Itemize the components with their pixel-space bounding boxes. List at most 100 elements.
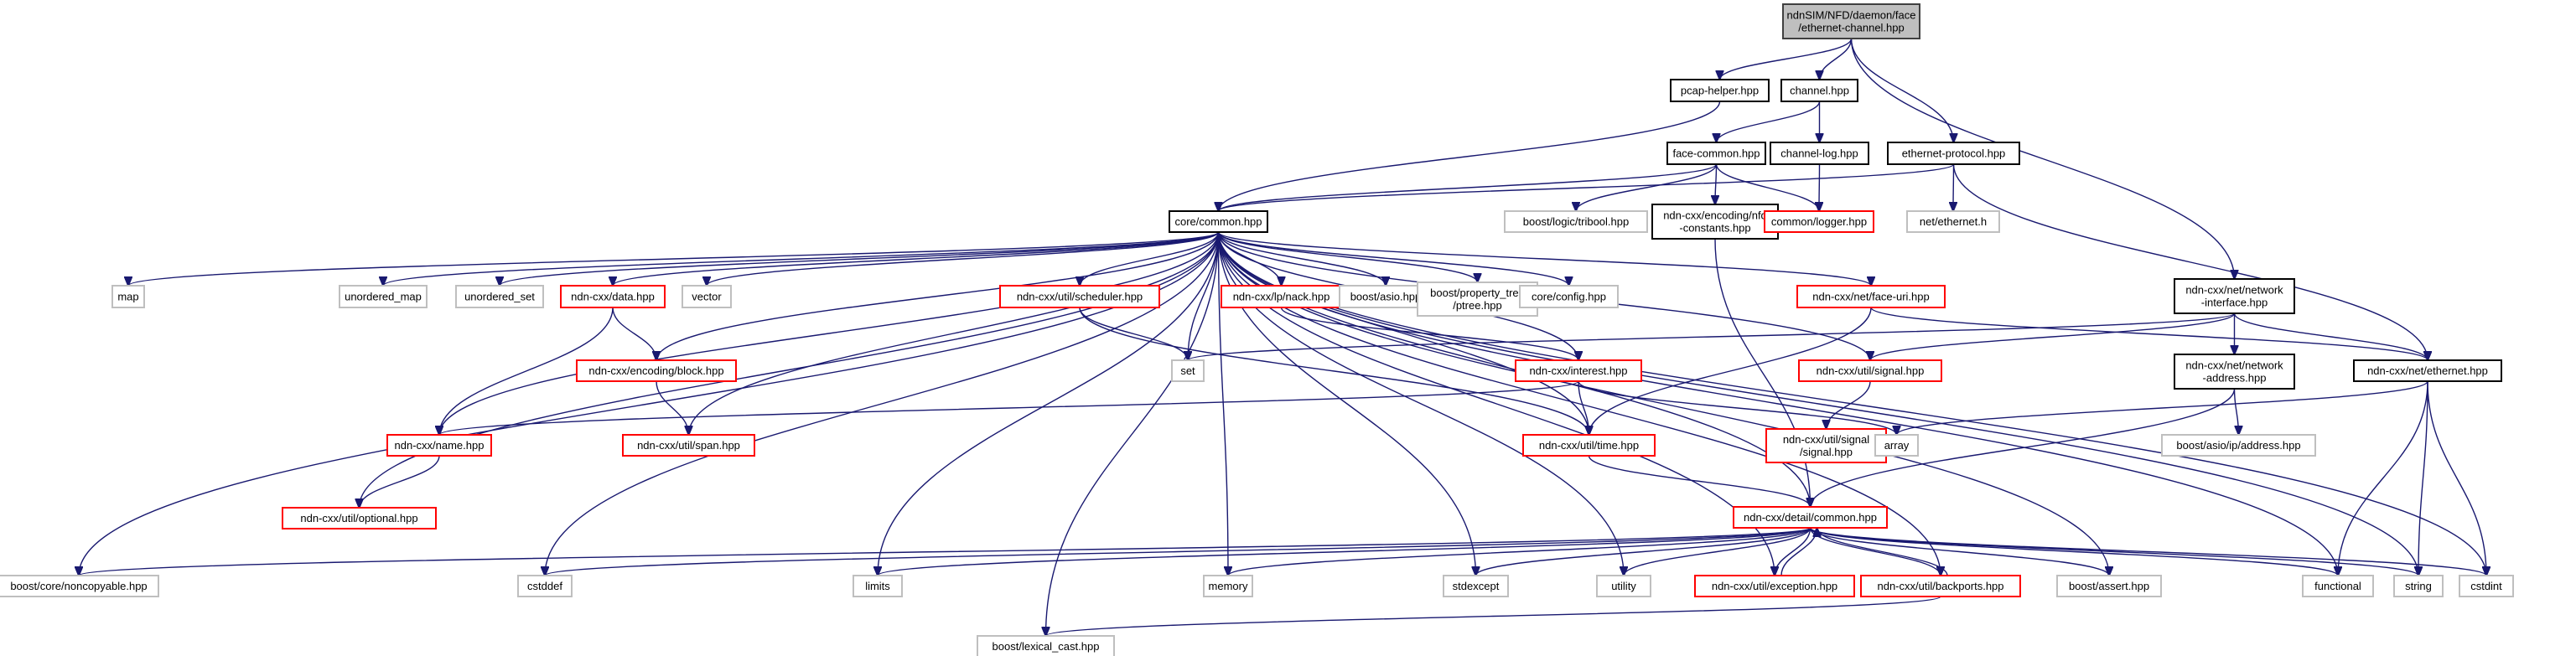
node-label: boost/property_tree [1430,287,1525,299]
edge-facecommon-to-logger [1715,163,1820,211]
edge-root-to-ethproto [1850,38,1954,142]
node-limits: limits [853,575,903,597]
node-detail[interactable]: ndn-cxx/detail/common.hpp [1733,506,1888,529]
node-label: ndn-cxx/net/network [2185,284,2283,297]
edge-detail-to-memory [1228,527,1811,576]
edge-facecommon-to-corecommon [1219,163,1718,211]
node-cstddef: cstddef [517,575,573,597]
node-label: limits [865,580,890,592]
node-uset: unordered_set [455,285,544,308]
node-label: memory [1209,580,1248,592]
node-scheduler[interactable]: ndn-cxx/util/scheduler.hpp [999,285,1160,308]
node-nfdconst[interactable]: ndn-cxx/encoding/nfd-constants.hpp [1651,204,1779,240]
node-ethproto[interactable]: ethernet-protocol.hpp [1887,142,2020,165]
edge-netaddr-to-ipaddr [2233,388,2239,435]
node-box [2353,359,2502,382]
node-sigsig[interactable]: ndn-cxx/util/signal/signal.hpp [1765,428,1887,463]
node-box [386,434,492,457]
edge-netif-to-ethernet [2233,313,2428,360]
node-map: map [111,285,145,308]
node-functional: functional [2302,575,2374,597]
node-nack[interactable]: ndn-cxx/lp/nack.hpp [1221,285,1342,308]
node-label: ndn-cxx/encoding/nfd [1663,209,1767,222]
node-name[interactable]: ndn-cxx/name.hpp [386,434,492,457]
edge-faceuri-to-time [1589,307,1872,435]
node-umap: unordered_map [339,285,428,308]
edge-corecommon-to-vector [707,231,1220,286]
node-box [1874,434,1919,457]
edge-corecommon-to-umap [383,231,1220,286]
node-logger[interactable]: common/logger.hpp [1764,210,1874,233]
node-optional[interactable]: ndn-cxx/util/optional.hpp [282,507,437,529]
node-ptree: boost/property_tree/ptree.hpp [1417,282,1538,317]
node-box [1782,3,1920,39]
node-span[interactable]: ndn-cxx/util/span.hpp [622,434,755,457]
node-netaddr[interactable]: ndn-cxx/net/network-address.hpp [2174,354,2295,390]
node-time[interactable]: ndn-cxx/util/time.hpp [1522,434,1656,457]
node-utility: utility [1596,575,1651,597]
node-label: ndn-cxx/net/ethernet.hpp [2367,364,2488,377]
node-channellog[interactable]: channel-log.hpp [1770,142,1869,165]
node-label: vector [692,291,722,303]
node-box [1203,575,1253,597]
node-box [2174,278,2295,314]
node-box [622,434,755,457]
node-label: ndn-cxx/lp/nack.hpp [1233,291,1330,303]
node-label: ndn-cxx/data.hpp [571,291,655,303]
node-facecommon[interactable]: face-common.hpp [1666,142,1766,165]
edge-corecommon-to-limits [878,231,1220,576]
edge-corecommon-to-block [656,231,1220,360]
node-channel[interactable]: channel.hpp [1780,79,1858,102]
node-label: ndn-cxx/net/network [2185,359,2283,372]
node-box [1651,204,1779,240]
node-box [2393,575,2444,597]
node-box [1171,359,1205,382]
edge-backports-to-lexical [1046,596,1941,636]
node-label: unordered_set [464,291,535,303]
node-netif[interactable]: ndn-cxx/net/network-interface.hpp [2174,278,2295,314]
node-box [977,635,1115,656]
node-corecommon[interactable]: core/common.hpp [1169,210,1268,233]
edge-pcap-to-corecommon [1219,101,1721,211]
node-box [853,575,903,597]
edge-signal-to-sigsig [1827,380,1871,429]
node-pcap[interactable]: pcap-helper.hpp [1670,79,1770,102]
edge-ethernet-to-functional [2338,380,2428,576]
node-label: ndn-cxx/name.hpp [395,439,485,452]
edge-block-to-span [656,380,689,435]
edge-corecommon-to-faceuri [1217,231,1872,286]
edge-detail-to-exception [1775,527,1811,576]
node-box [1796,285,1946,308]
nodes-layer: ndnSIM/NFD/daemon/face/ethernet-channel.… [0,3,2514,656]
edge-ethernet-to-array [1897,380,2428,435]
edge-root-to-pcap [1720,38,1853,80]
node-label: face-common.hpp [1672,147,1760,160]
edge-corecommon-to-name [439,231,1220,435]
node-exception[interactable]: ndn-cxx/util/exception.hpp [1694,575,1855,597]
node-label: net/ethernet.h [1920,215,1987,228]
node-interest[interactable]: ndn-cxx/interest.hpp [1515,359,1642,382]
node-backports[interactable]: ndn-cxx/util/backports.hpp [1860,575,2021,597]
node-label: boost/assert.hpp [2069,580,2149,592]
edge-corecommon-to-set [1188,231,1220,360]
node-vector: vector [682,285,732,308]
node-faceuri[interactable]: ndn-cxx/net/face-uri.hpp [1796,285,1946,308]
node-box [1443,575,1509,597]
node-box [1666,142,1766,165]
node-root[interactable]: ndnSIM/NFD/daemon/face/ethernet-channel.… [1782,3,1920,39]
edge-corecommon-to-optional [360,231,1220,508]
node-ethernet[interactable]: ndn-cxx/net/ethernet.hpp [2353,359,2502,382]
node-data[interactable]: ndn-cxx/data.hpp [560,285,666,308]
node-stdexcept: stdexcept [1443,575,1509,597]
edge-ethernet-to-cstdint [2427,380,2486,576]
edges-layer [79,38,2486,636]
node-box [1764,210,1874,233]
node-label: ndn-cxx/util/scheduler.hpp [1017,291,1143,303]
node-signal[interactable]: ndn-cxx/util/signal.hpp [1798,359,1942,382]
node-label: -address.hpp [2203,372,2267,385]
node-box [1504,210,1648,233]
edge-detail-to-utility [1624,527,1811,576]
node-label: cstddef [527,580,562,592]
node-block[interactable]: ndn-cxx/encoding/block.hpp [576,359,737,382]
node-label: ndn-cxx/util/optional.hpp [300,512,417,524]
